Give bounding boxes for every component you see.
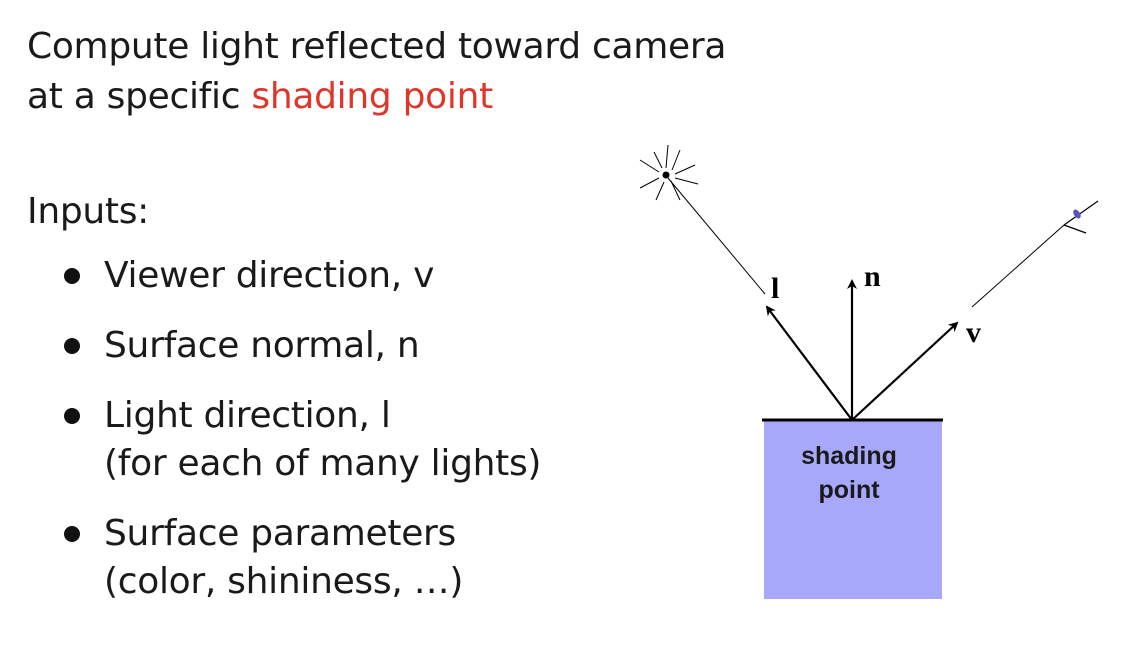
slide-heading: Compute light reflected toward camera at…: [27, 22, 726, 122]
list-item-subtext: (color, shininess, …): [104, 561, 464, 602]
list-item: Light direction, l (for each of many lig…: [62, 392, 541, 488]
box-label-line-2: point: [818, 476, 880, 504]
list-item-text: Surface normal, n: [104, 325, 420, 366]
list-item: Surface normal, n: [62, 322, 541, 370]
list-item: Viewer direction, v: [62, 252, 541, 300]
shading-point-box: [764, 420, 942, 599]
bullet-icon: [64, 268, 80, 284]
list-item-text: Viewer direction, v: [104, 255, 435, 296]
bullet-icon: [64, 408, 80, 424]
list-item-subtext: (for each of many lights): [104, 443, 542, 484]
heading-highlight: shading point: [251, 76, 493, 117]
list-item-text: Light direction, l: [104, 395, 391, 436]
light-vector-label: l: [771, 272, 779, 305]
inputs-label: Inputs:: [27, 191, 150, 232]
bullet-icon: [64, 526, 80, 542]
inputs-list: Viewer direction, v Surface normal, n Li…: [62, 252, 541, 606]
box-label-line-1: shading: [801, 442, 897, 470]
normal-vector-label: n: [864, 260, 881, 293]
eye-guide-line: [971, 224, 1065, 308]
heading-line-1: Compute light reflected toward camera: [27, 26, 727, 67]
eye-icon: [1063, 200, 1099, 234]
list-item-text: Surface parameters: [104, 513, 456, 554]
heading-line-2-prefix: at a specific: [27, 76, 252, 117]
view-vector-arrow: [851, 321, 959, 421]
light-guide-line: [667, 177, 766, 295]
light-source-icon: [639, 144, 699, 201]
light-vector-arrow: [765, 305, 853, 421]
view-vector-label: v: [966, 316, 981, 349]
bullet-icon: [64, 338, 80, 354]
list-item: Surface parameters (color, shininess, …): [62, 510, 541, 606]
